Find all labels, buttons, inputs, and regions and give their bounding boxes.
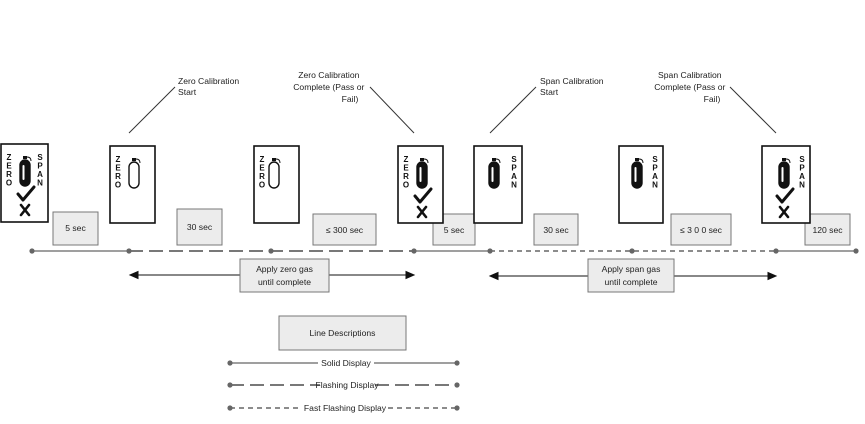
zero-letter: O [6, 179, 12, 188]
annotation-span-start: Span Calibration Start [540, 76, 606, 97]
zero-letter: R [259, 172, 265, 181]
legend-title-box [278, 315, 407, 351]
svg-text:120 sec: 120 sec [812, 225, 843, 235]
span-letter: P [511, 164, 517, 173]
zero-letter: O [115, 181, 121, 190]
annotation-zero-start: Zero Calibration Start [178, 76, 242, 97]
span-letter: S [37, 153, 43, 162]
span-letter: S [511, 155, 517, 164]
zero-letter: Z [116, 155, 121, 164]
check-icon [413, 187, 433, 204]
apply-zero-arrow [128, 270, 416, 280]
timeline-markers [29, 248, 859, 254]
zero-letter: O [403, 181, 409, 190]
annotation-zero-complete: Zero Calibration Complete (Pass or Fail) [293, 70, 367, 104]
gas-cylinder-icon [778, 158, 791, 189]
svg-text:until complete: until complete [604, 277, 657, 287]
svg-text:Flashing Display: Flashing Display [315, 380, 379, 390]
check-icon [775, 187, 795, 204]
duration-box-1: 5 sec [52, 211, 99, 246]
annotation-leaders [128, 86, 777, 134]
svg-text:≤ 300 sec: ≤ 300 sec [326, 225, 364, 235]
apply-span-box: Apply span gas until complete [587, 258, 675, 293]
apply-zero-box: Apply zero gas until complete [239, 258, 330, 293]
svg-text:30 sec: 30 sec [543, 225, 569, 235]
zero-letter: R [6, 170, 12, 179]
svg-text:30 sec: 30 sec [187, 222, 213, 232]
legend-solid: Solid Display [227, 358, 460, 368]
x-icon [778, 205, 790, 219]
zero-letter: Z [7, 153, 12, 162]
zero-letter: R [115, 172, 121, 181]
span-letter: P [37, 162, 43, 171]
legend: Line Descriptions Solid Display Flashing… [227, 315, 460, 413]
span-letter: N [799, 181, 805, 190]
span-letter: A [37, 170, 43, 179]
svg-text:5 sec: 5 sec [65, 223, 86, 233]
zero-letter: Z [404, 155, 409, 164]
gas-cylinder-icon [19, 156, 32, 187]
gas-cylinder-icon [631, 158, 644, 189]
duration-box-2: 30 sec [176, 208, 223, 246]
legend-fast-flashing: Fast Flashing Display [227, 403, 460, 413]
span-letter: S [799, 155, 805, 164]
legend-title: Line Descriptions [310, 328, 376, 338]
zero-letter: R [403, 172, 409, 181]
svg-text:Solid Display: Solid Display [321, 358, 371, 368]
gas-cylinder-icon [416, 158, 429, 189]
x-icon [19, 203, 31, 217]
zero-letter: O [259, 181, 265, 190]
svg-text:≤ 3 0 0 sec: ≤ 3 0 0 sec [680, 225, 723, 235]
span-letter: P [652, 164, 658, 173]
legend-flashing: Flashing Display [227, 380, 460, 390]
check-icon [16, 185, 36, 202]
duration-box-5: 30 sec [533, 213, 579, 246]
svg-text:Apply span gas: Apply span gas [602, 264, 661, 274]
duration-box-6: ≤ 3 0 0 sec [670, 213, 732, 246]
zero-letter: Z [260, 155, 265, 164]
zero-letter: E [115, 164, 121, 173]
span-letter: P [799, 164, 805, 173]
span-letter: N [652, 181, 658, 190]
span-letter: N [511, 181, 517, 190]
span-letter: A [652, 172, 658, 181]
duration-box-7: 120 sec [804, 213, 851, 246]
svg-text:Fast Flashing Display: Fast Flashing Display [304, 403, 387, 413]
gas-cylinder-icon [488, 158, 501, 189]
duration-box-3: ≤ 300 sec [312, 213, 377, 246]
svg-text:5 sec: 5 sec [444, 225, 465, 235]
apply-span-arrow [488, 271, 778, 281]
gas-cylinder-icon [128, 158, 141, 189]
svg-text:until complete: until complete [258, 277, 311, 287]
span-letter: A [511, 172, 517, 181]
zero-letter: E [259, 164, 265, 173]
gas-cylinder-icon [268, 158, 281, 189]
zero-letter: E [403, 164, 409, 173]
annotation-span-complete: Span Calibration Complete (Pass or Fail) [654, 70, 728, 104]
span-letter: A [799, 172, 805, 181]
span-letter: S [652, 155, 658, 164]
zero-letter: E [6, 162, 12, 171]
svg-text:Apply zero gas: Apply zero gas [256, 264, 313, 274]
x-icon [416, 205, 428, 219]
span-letter: N [37, 179, 43, 188]
